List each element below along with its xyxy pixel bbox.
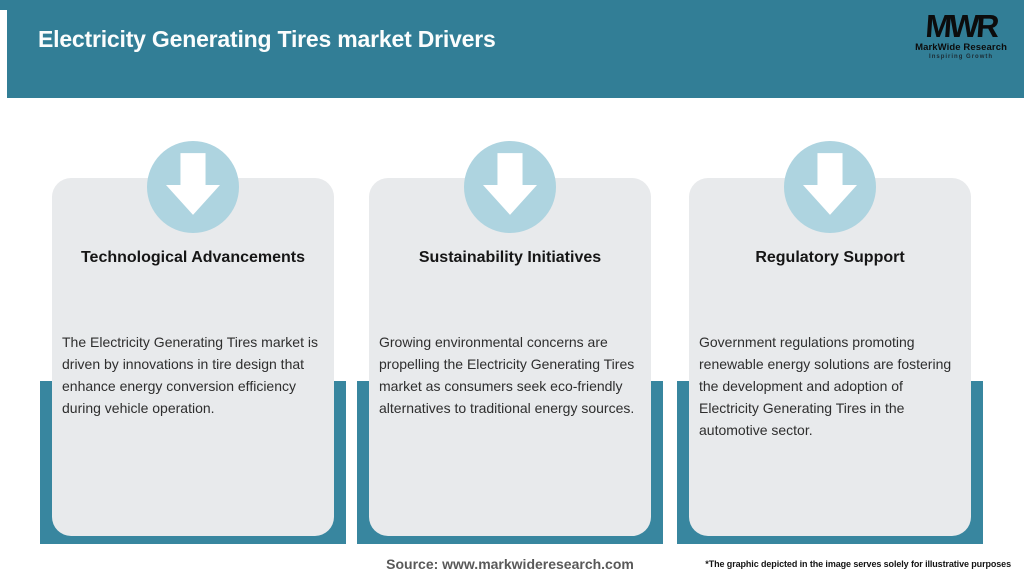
- down-arrow-icon: [147, 141, 239, 233]
- card-body-text: Government regulations promoting renewab…: [699, 334, 952, 438]
- down-arrow-icon: [464, 141, 556, 233]
- down-arrow-icon: [784, 141, 876, 233]
- header: Electricity Generating Tires market Driv…: [0, 0, 1024, 98]
- card-panel: [52, 178, 334, 536]
- card-title: Regulatory Support: [755, 249, 905, 266]
- card-panel: [369, 178, 651, 536]
- brand-logo: MWR MarkWide Research Inspiring Growth: [915, 8, 1007, 60]
- down-arrow-glyph: [803, 153, 857, 215]
- card-title: Sustainability Initiatives: [418, 249, 602, 266]
- card-body-text: The Electricity Generating Tires market …: [62, 334, 318, 416]
- source-text: Source: www.markwideresearch.com: [386, 556, 634, 572]
- driver-card-regulatory-support: Regulatory Support Government regulation…: [677, 0, 983, 576]
- card-body-text: Growing environmental concerns are prope…: [379, 334, 635, 416]
- header-notch: [0, 10, 7, 98]
- logo-tagline: Inspiring Growth: [929, 54, 994, 60]
- card-title: Technological Advancements: [80, 249, 306, 266]
- logo-company-name: MarkWide Research: [915, 42, 1007, 53]
- down-arrow-glyph: [483, 153, 537, 215]
- page-title: Electricity Generating Tires market Driv…: [38, 26, 496, 52]
- driver-card-sustainability-initiatives: Sustainability Initiatives Growing envir…: [357, 0, 663, 576]
- disclaimer-text: *The graphic depicted in the image serve…: [705, 559, 1011, 569]
- driver-card-technological-advancements: Technological Advancements The Electrici…: [40, 0, 346, 576]
- down-arrow-glyph: [166, 153, 220, 215]
- card-panel: [689, 178, 971, 536]
